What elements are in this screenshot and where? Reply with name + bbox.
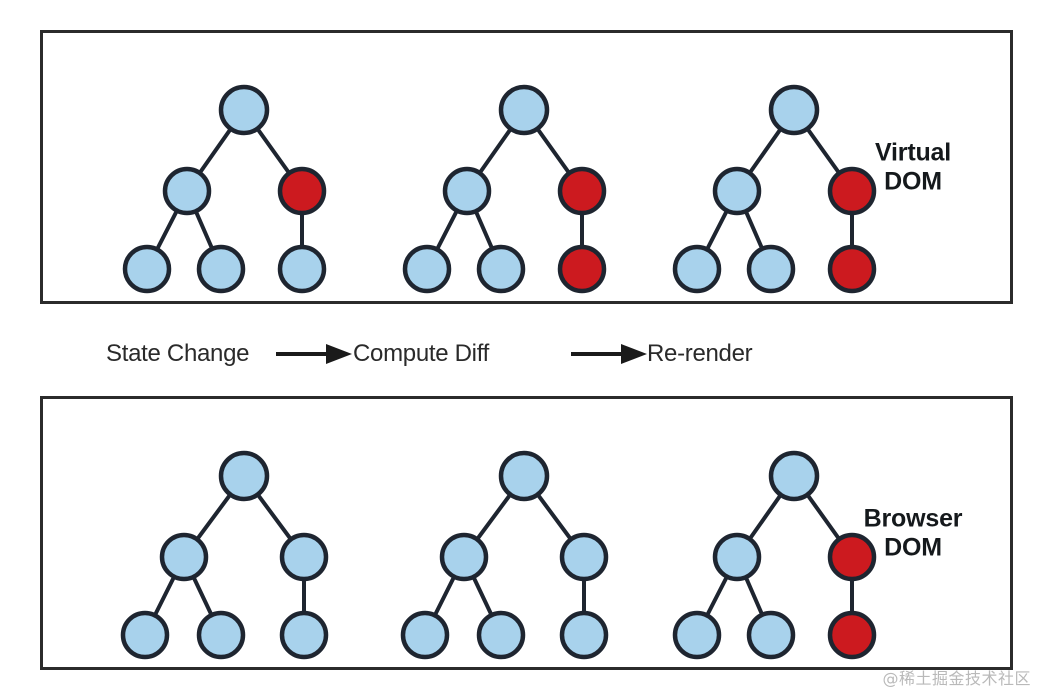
tree-node-right-changed — [827, 166, 877, 216]
tree-node-right-child — [277, 244, 327, 294]
tree-node-left-right — [196, 244, 246, 294]
tree-node-left — [439, 532, 489, 582]
browser-dom-label-line1: Browser — [863, 504, 963, 533]
tree-node-right-changed — [277, 166, 327, 216]
browser-tree-2-holder — [359, 421, 621, 671]
virtual-dom-label-line1: Virtual — [875, 138, 951, 167]
flow-step-compute-diff: Compute Diff — [353, 340, 490, 367]
tree-node-left-right — [746, 610, 796, 660]
tree-node-root — [498, 84, 550, 136]
browser-tree-3 — [672, 450, 877, 660]
tree-node-left — [712, 532, 762, 582]
tree-node-left-left — [672, 610, 722, 660]
browser-tree-1-holder — [79, 421, 341, 671]
browser-tree-2 — [400, 450, 609, 660]
browser-dom-panel: Browser DOM — [40, 396, 1013, 670]
tree-node-right-child — [559, 610, 609, 660]
flow-step-state-change: State Change — [106, 340, 250, 367]
tree-node-left — [442, 166, 492, 216]
flow-step-re-render: Re-render — [647, 340, 753, 367]
tree-node-right-child — [279, 610, 329, 660]
browser-dom-label: Browser DOM — [838, 504, 988, 562]
tree-node-root — [218, 84, 270, 136]
tree-node-left-right — [476, 244, 526, 294]
tree-node-left-left — [402, 244, 452, 294]
arrow-right-icon — [571, 344, 647, 364]
tree-node-root — [498, 450, 550, 502]
tree-node-right-child-changed — [557, 244, 607, 294]
tree-node-root — [768, 450, 820, 502]
tree-node-left-right — [196, 610, 246, 660]
browser-tree-3-holder — [629, 421, 891, 671]
tree-node-right-child-changed — [827, 244, 877, 294]
tree-node-left-left — [672, 244, 722, 294]
tree-node-left-right — [746, 244, 796, 294]
virtual-dom-label: Virtual DOM — [838, 138, 988, 196]
virtual-tree-1-holder — [79, 55, 341, 305]
tree-node-right — [559, 532, 609, 582]
browser-dom-label-line2: DOM — [884, 533, 942, 561]
tree-node-left-left — [400, 610, 450, 660]
tree-node-right-child-changed — [827, 610, 877, 660]
virtual-dom-panel: Virtual DOM — [40, 30, 1013, 304]
flow-row: State Change Compute Diff Re-render — [40, 318, 1013, 390]
tree-node-left — [712, 166, 762, 216]
tree-node-right-changed — [557, 166, 607, 216]
virtual-tree-2 — [402, 84, 607, 294]
tree-node-left-right — [476, 610, 526, 660]
tree-node-left — [159, 532, 209, 582]
watermark: @稀土掘金技术社区 — [882, 669, 1031, 688]
virtual-tree-3 — [672, 84, 877, 294]
virtual-tree-2-holder — [359, 55, 621, 305]
virtual-tree-3-holder — [629, 55, 891, 305]
virtual-dom-label-line2: DOM — [884, 167, 942, 195]
virtual-tree-1 — [122, 84, 327, 294]
tree-node-right-changed — [827, 532, 877, 582]
tree-node-left-left — [122, 244, 172, 294]
tree-node-root — [218, 450, 270, 502]
tree-node-right — [279, 532, 329, 582]
browser-tree-1 — [120, 450, 329, 660]
tree-node-left-left — [120, 610, 170, 660]
arrow-right-icon — [276, 344, 352, 364]
tree-node-left — [162, 166, 212, 216]
tree-node-root — [768, 84, 820, 136]
